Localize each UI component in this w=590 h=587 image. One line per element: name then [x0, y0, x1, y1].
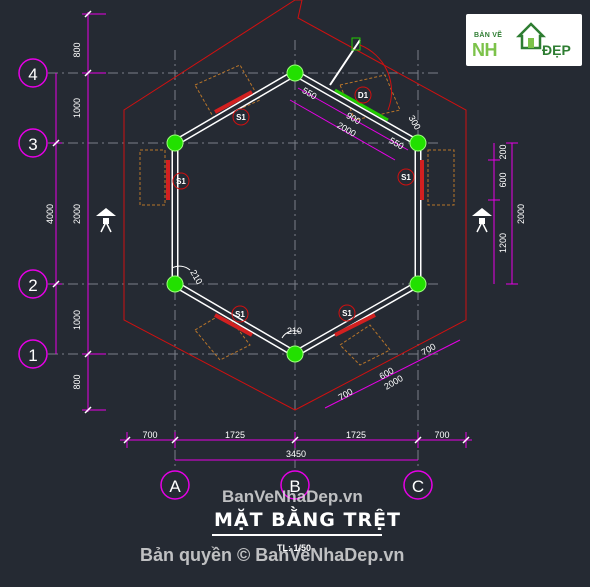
window-tag: S1 [235, 310, 245, 319]
column-grid-label: A [169, 477, 181, 496]
dim-left-outer: 4000 [45, 204, 55, 224]
angle-label: 210 [287, 326, 302, 336]
window-tag: S1 [342, 309, 352, 318]
column-grid-label: C [412, 477, 424, 496]
windows [166, 90, 424, 337]
row-grid-label: 2 [28, 276, 37, 295]
dim-top-wall: 300 [407, 113, 423, 131]
dim-right: 600 [498, 172, 508, 187]
dim-bottom: 1725 [346, 430, 366, 440]
dim-left-outer: 800 [72, 374, 82, 389]
dim-left-inner: 2000 [72, 204, 82, 224]
dim-left-inner: 1000 [72, 310, 82, 330]
dim-bottom-total: 3450 [286, 449, 306, 459]
dim-bottom: 700 [142, 430, 157, 440]
row-grid-label: 3 [28, 135, 37, 154]
door-tag: D1 [358, 91, 369, 100]
dim-bottom: 700 [434, 430, 449, 440]
window-tag: S1 [176, 177, 186, 186]
column-grid-markers: A B C [160, 470, 433, 500]
section-markers [96, 208, 492, 233]
house-icon [516, 22, 546, 50]
logo-subtitle: BẢN VẼ [474, 32, 503, 39]
dim-right: 1200 [498, 233, 508, 253]
watermark-copyright: Bản quyền © BanVeNhaDep.vn [140, 545, 405, 565]
row-grid-label: 1 [28, 346, 37, 365]
logo-suffix: ĐẸP [542, 42, 571, 58]
watermark-site: BanVeNhaDep.vn [222, 487, 363, 506]
logo-title: NH [472, 40, 498, 60]
dimensions [50, 12, 518, 461]
angle-label: 210 [188, 268, 204, 286]
row-grid-label: 4 [28, 65, 37, 84]
door [329, 37, 393, 122]
dim-bottom: 1725 [225, 430, 245, 440]
drawing-scale: TL: 1/50 [277, 543, 312, 553]
dim-right: 2000 [516, 204, 526, 224]
column-grid-label: B [289, 477, 300, 496]
title-underline [212, 534, 382, 536]
dimension-labels: 800 4000 800 1000 2000 1000 200 600 1200… [45, 42, 526, 459]
roof-outline [123, 0, 467, 411]
window-tag: S1 [236, 113, 246, 122]
row-grid-markers: 4 3 2 1 [18, 58, 48, 369]
dim-right: 200 [498, 144, 508, 159]
window-tags: S1 S1 S1 S1 S1 D1 [172, 86, 415, 323]
columns [166, 64, 427, 363]
drawing-title: MẶT BẰNG TRỆT [214, 509, 402, 531]
bench-outlines [139, 64, 455, 366]
dim-left-inner: 1000 [72, 98, 82, 118]
dim-lower-right-wall: 700 [419, 341, 437, 357]
dim-lower-right-wall: 700 [336, 386, 354, 402]
site-logo: BẢN VẼ NH ĐẸP [466, 14, 582, 66]
dimension-ticks [52, 10, 470, 444]
dim-left-outer: 800 [72, 42, 82, 57]
window-tag: S1 [401, 173, 411, 182]
